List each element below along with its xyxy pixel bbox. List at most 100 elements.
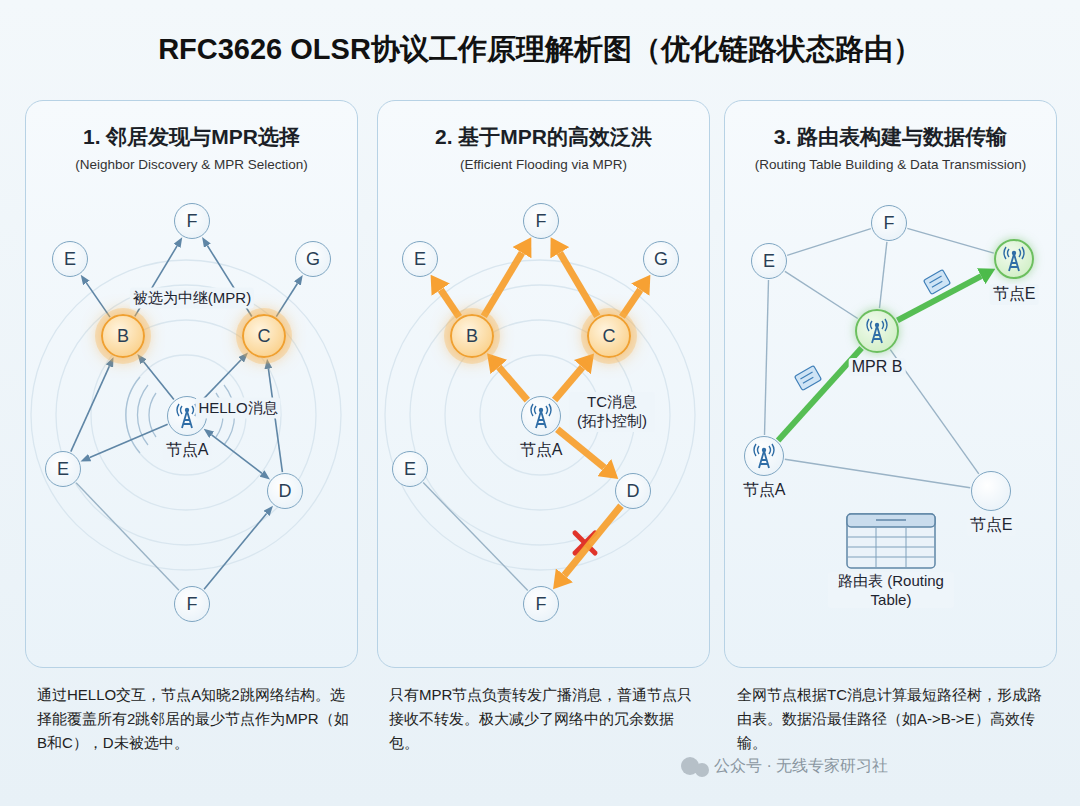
panel-heading: 1. 邻居发现与MPR选择 (Neighbor Discovery & MPR S… (26, 123, 357, 172)
node-letter: E (414, 249, 426, 270)
node-circle: D (267, 473, 303, 509)
node-letter: G (654, 249, 668, 270)
routing-table: 路由表 (Routing Table) (846, 513, 936, 569)
watermark-icon (681, 757, 709, 777)
node-circle: E (52, 241, 88, 277)
node-letter: E (404, 459, 416, 480)
node-circle: E (392, 451, 428, 487)
panel-title: 2. 基于MPR的高效泛洪 (378, 123, 709, 151)
antenna-icon (752, 443, 776, 469)
flood-arrow (441, 290, 459, 317)
node-letter: C (603, 326, 616, 347)
node-letter: B (466, 326, 478, 347)
link-line (144, 362, 174, 400)
flood-arrow (564, 506, 621, 576)
link-line (423, 483, 528, 591)
callout-label: HELLO消息 (195, 398, 280, 419)
panel: 1. 邻居发现与MPR选择 (Neighbor Discovery & MPR S… (25, 100, 358, 668)
link-line (86, 283, 110, 317)
node-circle: B (101, 314, 145, 358)
node-letter: E (763, 251, 775, 272)
node-circle: F (871, 205, 907, 241)
flood-arrow (557, 429, 604, 467)
watermark: 公众号 · 无线专家研习社 (714, 756, 888, 777)
antenna-icon (865, 318, 889, 344)
node-circle: F (523, 203, 559, 239)
node-circle: E (751, 243, 787, 279)
node-circle: C (242, 314, 286, 358)
panel: 2. 基于MPR的高效泛洪 (Efficient Flooding via MPR… (377, 100, 710, 668)
node-label: 节点A (517, 440, 566, 461)
link-line (787, 229, 871, 256)
panel-heading: 3. 路由表构建与数据传输 (Routing Table Building & D… (725, 123, 1056, 172)
node-letter: E (64, 249, 76, 270)
link-line (71, 366, 110, 452)
antenna-icon (529, 403, 553, 429)
node-letter: D (279, 481, 292, 502)
node-circle: C (587, 314, 631, 358)
callout-label: 被选为中继(MPR) (130, 288, 254, 309)
node-letter: G (306, 249, 320, 270)
panel-subtitle: (Routing Table Building & Data Transmiss… (725, 157, 1056, 172)
link-line (765, 280, 769, 435)
node-letter: B (117, 326, 129, 347)
panel-subtitle: (Efficient Flooding via MPR) (378, 157, 709, 172)
flood-arrow (622, 290, 640, 317)
route-path (778, 348, 862, 440)
blocked-mark (575, 533, 595, 553)
link-line (880, 242, 887, 308)
node-circle: 节点E (971, 471, 1011, 511)
callout-label: TC消息 (拓扑控制) (569, 392, 655, 432)
data-packet (794, 270, 950, 391)
node-letter: F (884, 213, 895, 234)
flood-arrow (499, 367, 528, 400)
panel: 3. 路由表构建与数据传输 (Routing Table Building & D… (724, 100, 1057, 668)
node-label: 节点E (990, 284, 1039, 305)
node-letter: F (187, 211, 198, 232)
node-letter: D (627, 481, 640, 502)
route-path (897, 276, 981, 320)
caption-text: 只有MPR节点负责转发广播消息，普通节点只接收不转发。极大减少了网络中的冗余数据… (389, 683, 701, 755)
page-title: RFC3626 OLSR协议工作原理解析图（优化链路状态路由） (0, 30, 1080, 70)
link-line (204, 513, 267, 589)
caption-text: 通过HELLO交互，节点A知晓2跳网络结构。选择能覆盖所有2跳邻居的最少节点作为… (37, 683, 349, 755)
node-circle: E (402, 241, 438, 277)
node-letter: F (536, 211, 547, 232)
range-rings (31, 260, 695, 570)
node-letter: E (57, 459, 69, 480)
node-circle: F (174, 203, 210, 239)
node-label: 节点E (967, 515, 1016, 536)
node-circle: 节点A (521, 396, 561, 436)
link-line (907, 228, 994, 253)
link-line (212, 435, 262, 474)
link-line (785, 271, 858, 318)
panel-subtitle: (Neighbor Discovery & MPR Selection) (26, 157, 357, 172)
link-line (268, 369, 282, 473)
node-circle: 节点A (744, 436, 784, 476)
node-label: 节点A (163, 440, 212, 461)
link-line (76, 483, 179, 591)
link-line (202, 360, 242, 401)
node-circle: F (174, 586, 210, 622)
flood-arrow (560, 253, 598, 316)
node-circle: G (643, 241, 679, 277)
node-circle: E (45, 451, 81, 487)
link-line (90, 424, 168, 457)
node-circle: 节点E (994, 239, 1034, 279)
node-circle: D (615, 473, 651, 509)
node-label: MPR B (849, 358, 906, 376)
node-circle: MPR B (855, 309, 899, 353)
node-circle: F (523, 586, 559, 622)
panel-title: 1. 邻居发现与MPR选择 (26, 123, 357, 151)
node-label: 节点A (740, 480, 789, 501)
link-line (785, 459, 970, 488)
panel-heading: 2. 基于MPR的高效泛洪 (Efficient Flooding via MPR… (378, 123, 709, 172)
link-line (276, 284, 297, 317)
panel-title: 3. 路由表构建与数据传输 (725, 123, 1056, 151)
node-letter: F (536, 594, 547, 615)
node-circle: G (295, 241, 331, 277)
caption-text: 全网节点根据TC消息计算最短路径树，形成路由表。数据沿最佳路径（如A->B->E… (737, 683, 1049, 755)
flood-arrow (484, 253, 522, 317)
node-letter: C (258, 326, 271, 347)
node-circle: B (450, 314, 494, 358)
